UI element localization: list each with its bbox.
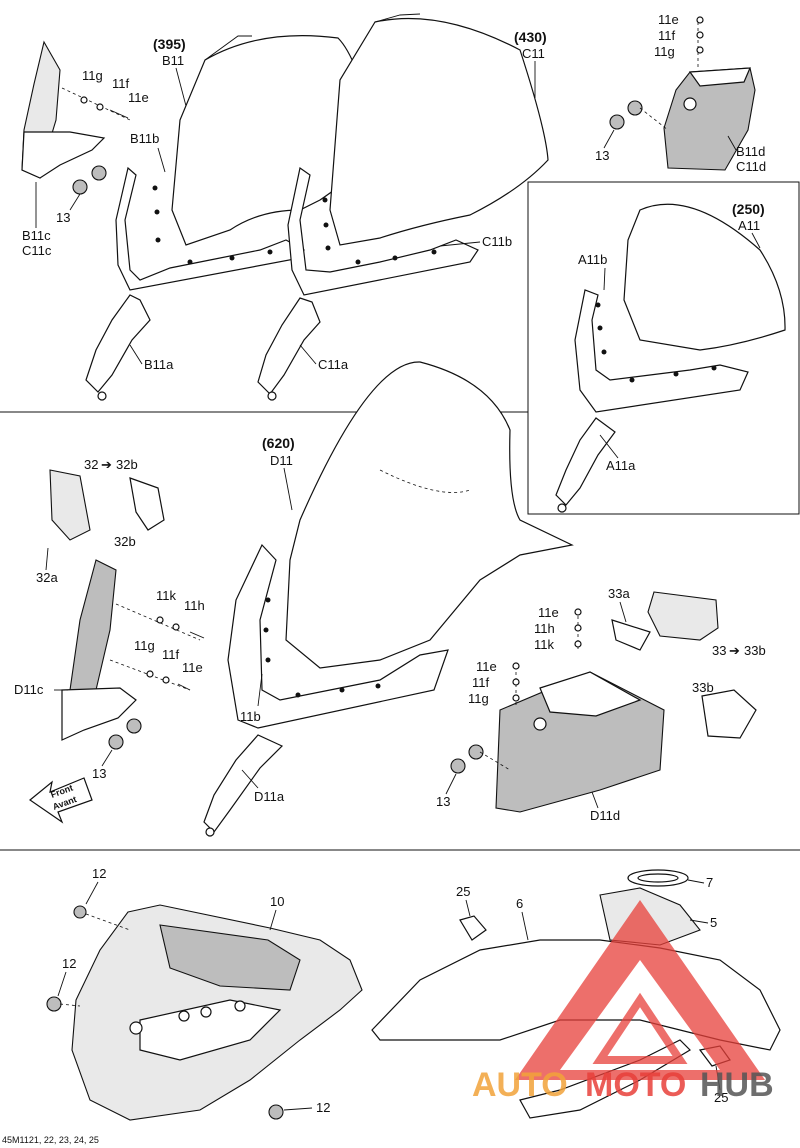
windshield-c11: [329, 13, 549, 246]
size-label-d: (620): [262, 435, 295, 451]
part-label-b11b: B11b: [130, 131, 159, 146]
part-label-7: 7: [706, 875, 713, 890]
part-label-11g-right-mid2: 11g: [468, 691, 489, 706]
arrow-32: ➔: [101, 457, 112, 472]
size-label-a: (250): [732, 201, 765, 217]
part-label-32b: 32b: [114, 534, 136, 549]
part-label-33b-arrow: 33b: [744, 643, 766, 658]
part-label-33b: 33b: [692, 680, 714, 695]
part-label-11f-right-mid2: 11f: [472, 675, 489, 690]
arrow-33: ➔: [729, 643, 740, 658]
watermark-auto: AUTO: [472, 1066, 568, 1104]
part-label-11e-right: 11e: [658, 12, 679, 27]
watermark-moto: MOTO: [585, 1066, 686, 1104]
part-label-11g-left-mid: 11g: [134, 638, 155, 653]
front-fairing-10: [46, 904, 363, 1121]
deflector-c11a: [257, 166, 479, 401]
part-label-11k-right-mid: 11k: [534, 637, 554, 652]
diagram-code: 45M1121, 22, 23, 24, 25: [2, 1135, 99, 1145]
labels-bottom: 12 12 12 10 25 6 7 5 25 45M1121, 22, 23,…: [2, 866, 728, 1145]
part-label-b11: B11: [162, 53, 184, 68]
deflector-b11a: [85, 166, 305, 401]
part-label-13-left: 13: [56, 210, 70, 225]
labels-top-right: (250) A11 A11b A11a: [578, 201, 765, 473]
part-label-12-top: 12: [92, 866, 106, 881]
part-label-11f-right: 11f: [658, 28, 675, 43]
part-label-11g-left: 11g: [82, 68, 103, 83]
size-label-b: (395): [153, 36, 186, 52]
part-label-32: 32: [84, 457, 98, 472]
part-label-12-left: 12: [62, 956, 76, 971]
part-label-a11a: A11a: [606, 458, 636, 473]
part-label-c11c: C11c: [22, 243, 52, 258]
part-label-d11a: D11a: [254, 789, 285, 804]
part-label-b11d: B11d: [736, 144, 765, 159]
watermark-inner-triangle: [592, 992, 688, 1064]
windshield-d11: [203, 361, 574, 837]
watermark-hub: HUB: [700, 1066, 774, 1104]
part-label-11e-left-mid: 11e: [182, 660, 203, 675]
front-arrow: Front Avant: [29, 777, 93, 824]
part-label-25-top: 25: [456, 884, 470, 899]
left-mount-bracket: [21, 40, 131, 195]
labels-top-left: (395) B11 (430) C11 11g 11f 11e B11b B11…: [22, 12, 766, 372]
part-label-32a: 32a: [36, 570, 58, 585]
part-label-c11b: C11b: [482, 234, 512, 249]
part-label-33a: 33a: [608, 586, 630, 601]
part-label-a11: A11: [738, 218, 760, 233]
part-label-12-bottom: 12: [316, 1100, 330, 1115]
part-label-13-right: 13: [595, 148, 609, 163]
windshield-a11: [555, 203, 786, 513]
labels-middle: (620) D11 11b D11a 32 ➔ 32b 32b 32a 11k …: [14, 435, 766, 823]
watermark-logo: [515, 900, 765, 1080]
part-label-11e-right-mid: 11e: [538, 605, 559, 620]
part-label-a11b: A11b: [578, 252, 607, 267]
part-label-11e-right-mid2: 11e: [476, 659, 497, 674]
size-label-c: (430): [514, 29, 547, 45]
right-bracket-d11d: [450, 591, 757, 813]
part-label-11k-left: 11k: [156, 588, 176, 603]
part-label-25-bottom: 25: [714, 1090, 728, 1105]
left-bracket-d11c: [49, 469, 205, 750]
part-label-13-mid-right: 13: [436, 794, 450, 809]
part-label-b11c: B11c: [22, 228, 51, 243]
part-label-11h-right-mid: 11h: [534, 621, 555, 636]
part-label-11e-left: 11e: [128, 90, 149, 105]
part-label-c11d: C11d: [736, 159, 766, 174]
part-label-11g-right: 11g: [654, 44, 675, 59]
part-label-13-mid-left: 13: [92, 766, 106, 781]
part-label-11f-left: 11f: [112, 76, 129, 91]
part-label-d11d: D11d: [590, 808, 620, 823]
right-mount-bracket-top: [609, 16, 756, 171]
part-label-6: 6: [516, 896, 523, 911]
part-label-5: 5: [710, 915, 717, 930]
part-label-32b-arrow: 32b: [116, 457, 138, 472]
part-label-11h-left: 11h: [184, 598, 205, 613]
watermark-triangle: [515, 900, 765, 1080]
part-label-d11c: D11c: [14, 682, 44, 697]
part-label-d11: D11: [270, 453, 293, 468]
part-label-b11a: B11a: [144, 357, 174, 372]
part-label-c11: C11: [522, 46, 545, 61]
part-label-11b: 11b: [240, 709, 261, 724]
watermark-text: AUTO MOTO HUB: [472, 1066, 774, 1104]
part-label-11f-left-mid: 11f: [162, 647, 179, 662]
part-label-33: 33: [712, 643, 726, 658]
part-label-10: 10: [270, 894, 284, 909]
part-label-c11a: C11a: [318, 357, 349, 372]
